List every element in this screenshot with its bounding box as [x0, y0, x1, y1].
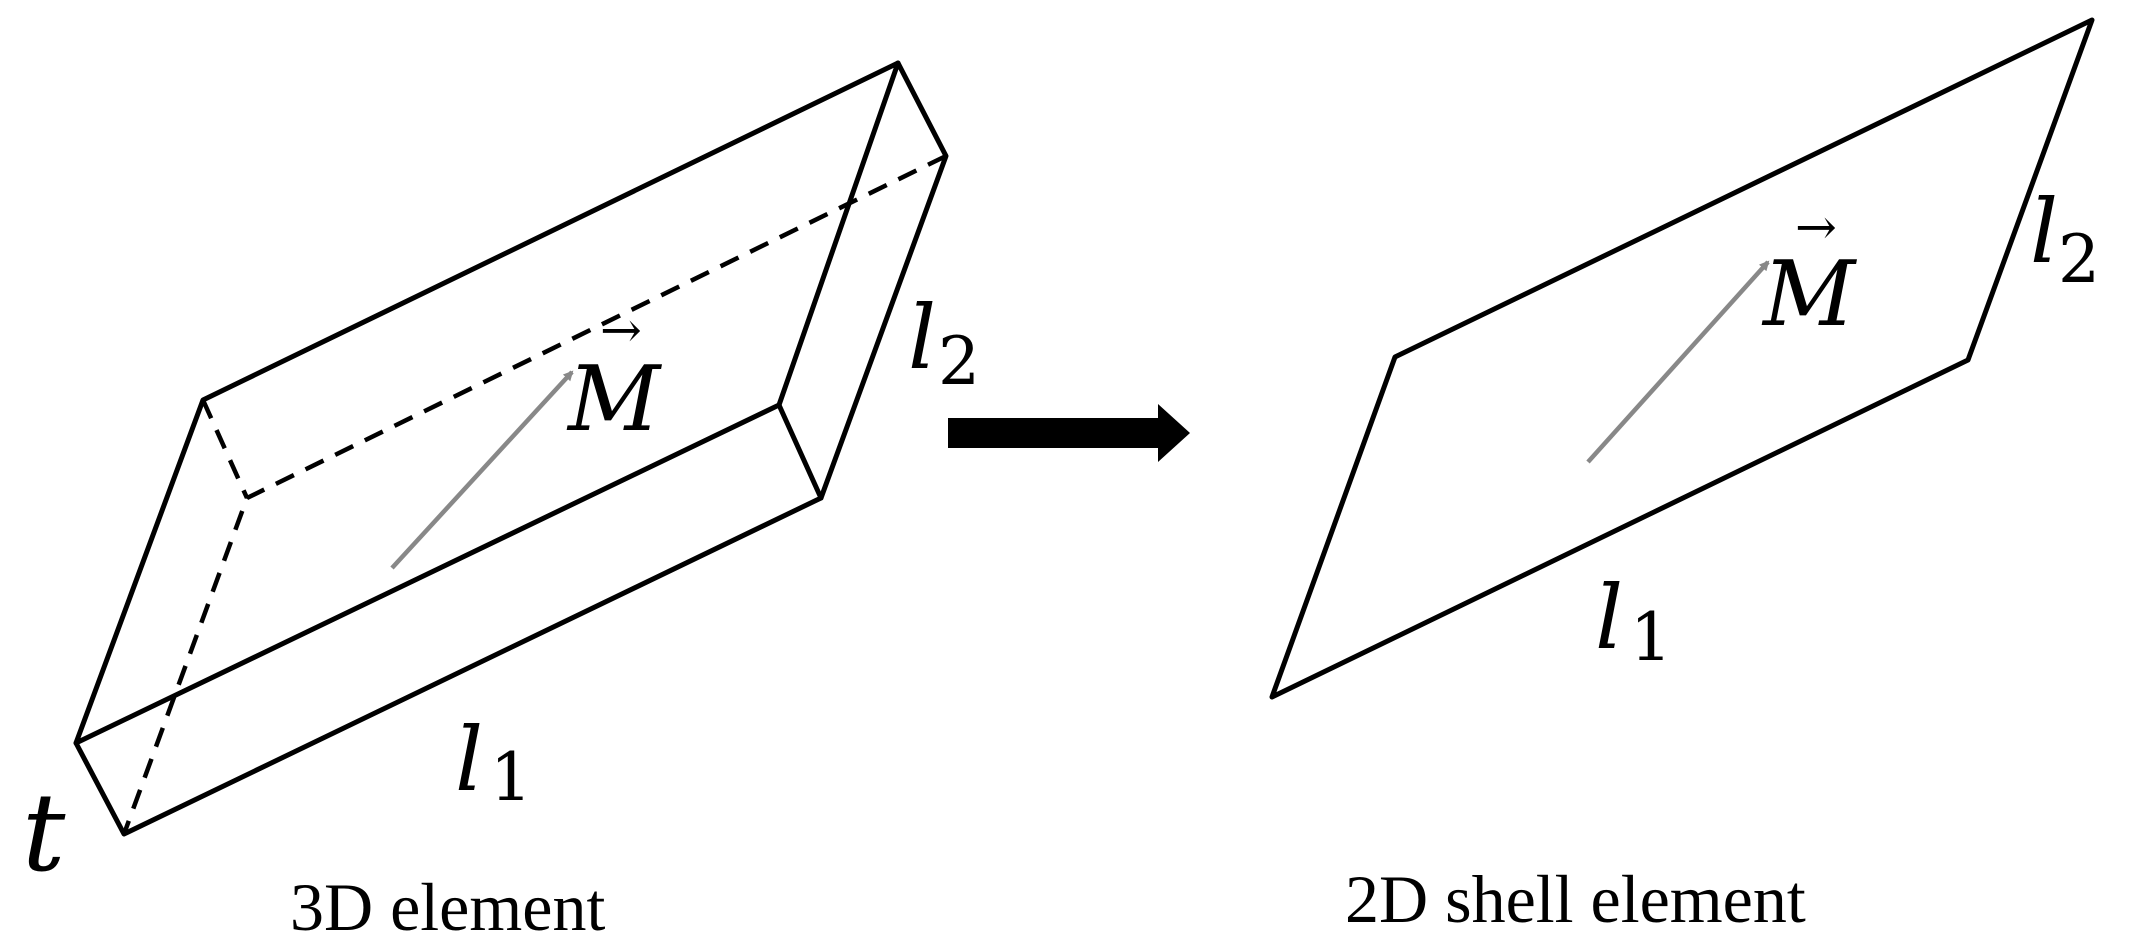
2d-magnetization-arrow	[1586, 260, 1770, 464]
3d-length-1-symbol: l	[455, 708, 483, 811]
3d-length-2-subscript: 2	[938, 323, 980, 400]
2d-shell-face	[1269, 17, 2095, 700]
2d-shell-element: M → l 2 l 1 2D shell element	[1269, 17, 2100, 937]
3d-top-face	[73, 60, 901, 746]
3d-magnetization-symbol: M	[566, 347, 662, 452]
3d-length-1-subscript: 1	[490, 739, 532, 816]
2d-length-1-symbol: l	[1595, 566, 1623, 669]
2d-length-1-subscript: 1	[1630, 599, 1672, 676]
transform-arrow	[948, 404, 1190, 462]
3d-element: M → l 2 l 1 t 3D element	[22, 60, 980, 945]
3d-magnetization-arrow	[390, 370, 574, 570]
2d-magnetization-symbol: M	[1761, 242, 1857, 347]
3d-front-face-edges	[73, 402, 824, 837]
3d-magnetization-label: M →	[566, 301, 662, 452]
2d-shell-element-caption: 2D shell element	[1345, 861, 1806, 937]
3d-thickness-symbol: t	[22, 771, 66, 896]
3d-length-2-symbol: l	[908, 286, 936, 389]
3d-magnetization-vector-arrow: →	[600, 301, 642, 359]
3d-element-caption: 3D element	[290, 869, 605, 945]
3d-right-face-edges	[818, 60, 949, 501]
2d-length-2-subscript: 2	[2058, 221, 2100, 298]
3d-hidden-vertical-edge	[200, 399, 250, 499]
2d-magnetization-label: M →	[1761, 198, 1857, 347]
2d-length-2-symbol: l	[2030, 180, 2058, 283]
2d-magnetization-vector-arrow: →	[1795, 198, 1837, 256]
